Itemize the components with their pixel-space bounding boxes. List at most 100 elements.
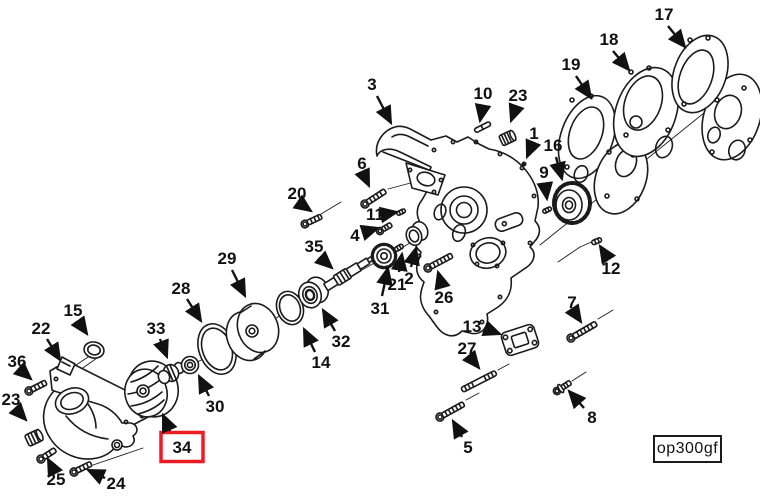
callout-34-31[interactable]: 34	[159, 412, 205, 464]
dowel-1	[521, 161, 527, 167]
callout-7-34[interactable]: 7	[564, 293, 583, 324]
callout-35-13[interactable]: 35	[305, 237, 334, 270]
callout-29-19[interactable]: 29	[218, 249, 247, 299]
callout-15-25[interactable]: 15	[64, 301, 89, 336]
callout-5-35[interactable]: 5	[451, 418, 473, 457]
callout-leader-arrow	[451, 418, 469, 440]
callout-number: 24	[107, 474, 126, 493]
callout-6-9[interactable]: 6	[354, 154, 371, 189]
gear-31	[370, 242, 398, 270]
callout-27-33[interactable]: 27	[458, 339, 481, 370]
callout-number: 19	[562, 55, 581, 74]
callout-28-20[interactable]: 28	[172, 279, 203, 324]
plug-23-top	[498, 129, 517, 147]
callout-26-18[interactable]: 26	[434, 269, 454, 307]
bushing-2	[405, 220, 429, 247]
callout-leader-arrow	[12, 361, 33, 381]
seal-30	[180, 355, 200, 375]
callout-number: 30	[206, 397, 225, 416]
callout-19-2[interactable]: 19	[562, 55, 593, 100]
callout-12-14[interactable]: 12	[598, 243, 621, 278]
callout-leader-arrow	[153, 338, 169, 360]
callout-leader-arrow	[197, 373, 215, 397]
callout-number: 9	[539, 163, 548, 182]
callout-number: 35	[305, 237, 324, 256]
impeller-34	[124, 360, 179, 418]
callout-leader-arrow	[378, 206, 400, 224]
callout-number: 26	[435, 288, 454, 307]
callout-20-10[interactable]: 20	[288, 184, 313, 213]
callout-number: 25	[47, 470, 66, 489]
callout-10-4[interactable]: 10	[474, 84, 493, 124]
callout-13-32[interactable]: 13	[463, 317, 503, 336]
plug-23-left	[24, 428, 44, 447]
callout-leader-arrow	[375, 95, 393, 126]
callout-24-30[interactable]: 24	[85, 468, 126, 493]
callout-leader-arrow	[85, 468, 107, 485]
callout-number: 7	[567, 293, 576, 312]
callout-number: 8	[587, 408, 596, 427]
gasket-13	[500, 323, 540, 357]
callout-leader-arrow	[461, 349, 481, 370]
callout-11-11[interactable]: 11	[366, 205, 400, 224]
callout-number: 6	[357, 154, 366, 173]
callout-31-17[interactable]: 31	[371, 265, 393, 318]
callout-leader-arrow	[390, 251, 408, 273]
callout-leader-arrow	[508, 102, 525, 124]
callout-32-22[interactable]: 32	[321, 307, 350, 351]
callout-8-36[interactable]: 8	[567, 389, 597, 427]
callout-4-12[interactable]: 4	[350, 224, 381, 245]
callout-leader-arrow	[598, 243, 617, 265]
bolt-20	[300, 213, 323, 229]
callout-leader-arrow	[549, 156, 566, 182]
callout-18-1[interactable]: 18	[600, 30, 631, 72]
bolt-6	[360, 188, 387, 209]
seal-assembly-33	[157, 361, 185, 385]
callout-36-27[interactable]: 36	[8, 352, 33, 381]
callout-leader-arrow	[229, 269, 247, 299]
callout-16-7[interactable]: 16	[544, 136, 566, 182]
callout-2-15[interactable]: 2	[403, 245, 420, 288]
callout-number: 27	[458, 339, 477, 358]
callout-1-6[interactable]: 1	[525, 124, 542, 160]
callout-number: 20	[288, 184, 307, 203]
callout-30-24[interactable]: 30	[197, 373, 225, 416]
callout-number: 23	[2, 390, 21, 409]
callout-leader-arrow	[667, 25, 687, 49]
callout-leader-arrow	[184, 298, 203, 324]
callout-leader-arrow	[313, 250, 334, 270]
callout-leader-arrow	[70, 315, 89, 336]
callout-number: 31	[371, 299, 390, 318]
callout-33-21[interactable]: 33	[147, 319, 169, 360]
water-pump-housing-22	[42, 356, 149, 460]
callout-9-8[interactable]: 9	[536, 163, 554, 202]
callout-22-26[interactable]: 22	[32, 319, 62, 363]
callout-number: 22	[32, 319, 51, 338]
callout-leader-arrow	[536, 181, 554, 202]
callout-17-0[interactable]: 17	[655, 5, 687, 49]
callout-14-23[interactable]: 14	[302, 326, 331, 372]
pin-9	[542, 206, 553, 214]
callout-number: 10	[474, 84, 493, 103]
callout-number: 33	[147, 319, 166, 338]
callout-23-5[interactable]: 23	[508, 86, 528, 124]
callout-leader-arrow	[321, 307, 339, 332]
diagram-code-text: op300gf	[656, 440, 719, 457]
selected-callout-highlight-box	[159, 430, 205, 464]
callout-25-29[interactable]: 25	[47, 456, 66, 489]
callout-leader-arrow	[403, 245, 420, 268]
callout-number: 29	[218, 249, 237, 268]
callout-number: 13	[463, 317, 482, 336]
callout-3-3[interactable]: 3	[367, 75, 393, 126]
callout-leader-arrow	[161, 412, 178, 434]
callout-23-28[interactable]: 23	[2, 390, 28, 422]
callout-leader-arrow	[611, 50, 631, 72]
callout-number: 12	[602, 259, 621, 278]
callout-number: 21	[388, 275, 407, 294]
callout-leader-arrow	[354, 167, 371, 189]
callout-number: 18	[600, 30, 619, 49]
callout-leader-arrow	[8, 401, 28, 422]
diagram-code-badge: op300gf	[653, 435, 722, 463]
callout-leader-arrow	[292, 194, 313, 213]
